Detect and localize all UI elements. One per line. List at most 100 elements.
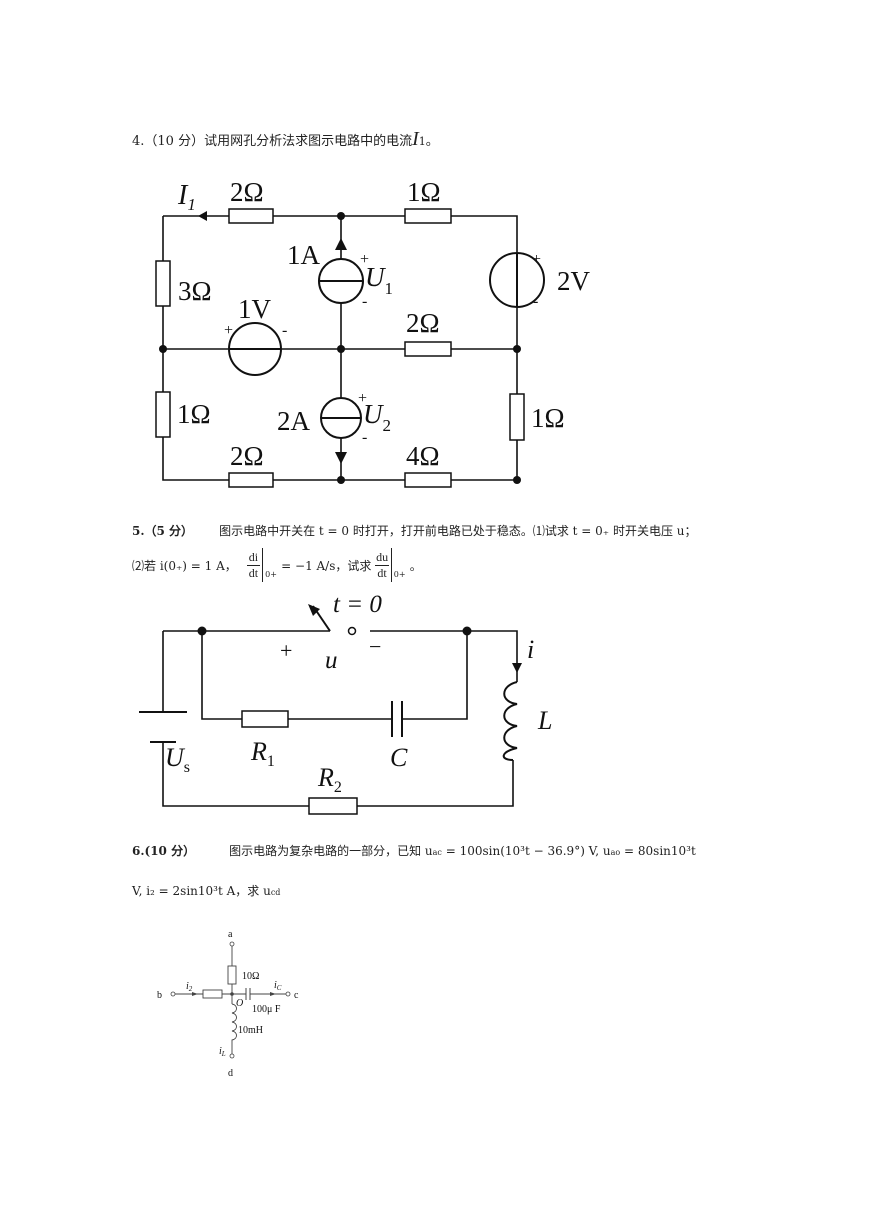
label-r-mid-right: 2Ω [406,308,440,338]
resistor-bottom-left [228,472,274,488]
label-i1: I1 [177,180,196,214]
fraction-du-dt: du dt [375,549,389,581]
fraction-di-dt: di dt [246,549,261,581]
label-switch-plus: + [280,638,292,663]
label-c: C [390,743,408,772]
label-r1: R1 [250,737,275,770]
label-r-bottom-right: 4Ω [406,441,440,471]
node [197,626,207,636]
question-4-var-sub: 1 [418,135,426,148]
resistor-right-bottom [509,393,525,441]
label-r-right-bottom: 1Ω [531,403,565,433]
arrow-ic [270,992,276,996]
label-u2-minus: - [362,429,367,446]
resistor-10ohm [227,965,237,985]
label-1v: 1V [238,294,272,324]
resistor-left-top [155,260,171,307]
node [513,476,521,484]
label-i2: i2 [186,981,193,993]
uao-sub: ao [610,848,621,857]
eval-sub-2: 0+ [393,570,406,579]
question-5-text-1: 图示电路中开关在 t = 0 时打开，打开前电路已处于稳态。⑴试求 t = 0₊… [219,524,697,538]
question-6-number: 6.(10 分） [132,844,196,858]
node [513,345,521,353]
current-source-1a [318,238,364,304]
fraction-1-top: di [248,549,259,564]
label-10mh: 10mH [238,1025,263,1036]
label-us: Us [165,743,190,776]
fraction-1-bottom: dt [246,564,261,580]
label-t0: t = 0 [333,591,382,618]
label-l: L [537,706,552,735]
resistor-bottom-right [404,472,452,488]
label-ic: iC [274,980,282,992]
label-100uf: 100μ F [252,1004,281,1015]
question-6-line2: V, i₂ = 2sin10³t A，求 ucd [132,882,280,899]
node [159,345,167,353]
resistor-top-left [228,208,274,224]
current-i1-arrow [198,211,207,221]
question-6-text-1: 图示电路为复杂电路的一部分，已知 u [229,844,433,858]
label-u2: U2 [363,399,391,435]
circuit-6-wires [175,944,286,1004]
label-c: c [294,990,299,1001]
label-1v-plus: + [224,322,233,339]
uao-expr: = 80sin10³t [620,844,696,858]
label-u1-minus: - [362,293,367,310]
terminal-d [229,1053,235,1059]
resistor-left-bottom [155,391,171,438]
label-2v-plus: + [532,251,541,268]
question-5-end: 。 [409,558,422,573]
label-u2-plus: + [358,390,367,407]
fraction-2-bottom: dt [375,564,389,580]
question-4-end: 。 [425,134,439,149]
label-r2: R2 [317,763,342,796]
label-d: d [228,1068,233,1079]
question-4-text: 4.（10 分）试用网孔分析法求图示电路中的电流I1。 [132,128,439,151]
label-u: u [325,647,338,674]
question-4-var: I [412,128,419,150]
node [337,212,345,220]
label-switch-minus: − [369,634,381,659]
label-r-top-right: 1Ω [407,177,441,207]
label-b: b [157,990,162,1001]
label-10ohm: 10Ω [242,971,259,982]
label-1a: 1A [287,240,321,270]
question-5-line2: ⑵若 i(0₊) = 1 A， di dt 0+ = −1 A/s，试求 du … [132,548,422,582]
question-6-line1: 6.(10 分） 图示电路为复杂电路的一部分，已知 uac = 100sin(10… [132,842,696,859]
label-u1: U1 [365,262,393,298]
label-2v-minus: - [533,293,538,310]
terminal-c [285,991,291,997]
question-5-text-2a: ⑵若 i(0₊) = 1 A， [132,558,237,573]
arrow-i2 [192,992,198,996]
fraction-2-top: du [376,549,389,564]
label-2v: 2V [557,266,591,296]
uac-sub: ac [432,848,442,857]
uac-expr: = 100sin(10³t − 36.9°) V, u [441,844,611,858]
current-i-arrow [512,663,522,673]
question-4-prompt: 4.（10 分）试用网孔分析法求图示电路中的电流 [132,134,413,149]
inductor-l [502,681,518,761]
node-o [230,992,234,996]
question-5-line1: 5.（5 分）图示电路中开关在 t = 0 时打开，打开前电路已处于稳态。⑴试求… [132,522,696,539]
label-2a: 2A [277,406,311,436]
eval-sub-1: 0+ [265,570,277,579]
label-i: i [527,635,534,664]
label-u1-plus: + [360,251,369,268]
voltage-source-1v [228,322,282,376]
question-6-text-2: V, i₂ = 2sin10³t A，求 u [132,884,271,898]
ucd-sub: cd [270,888,281,897]
current-source-2a [320,397,362,464]
voltage-source-2v [489,252,545,308]
label-1v-minus: - [282,322,287,339]
label-r-left-top: 3Ω [178,276,212,306]
resistor-mid-right [404,341,452,357]
label-il: iL [219,1046,226,1058]
question-5-text-mid: = −1 A/s，试求 [281,558,372,573]
switch [308,604,357,636]
label-o: O [236,998,243,1009]
node [462,626,472,636]
